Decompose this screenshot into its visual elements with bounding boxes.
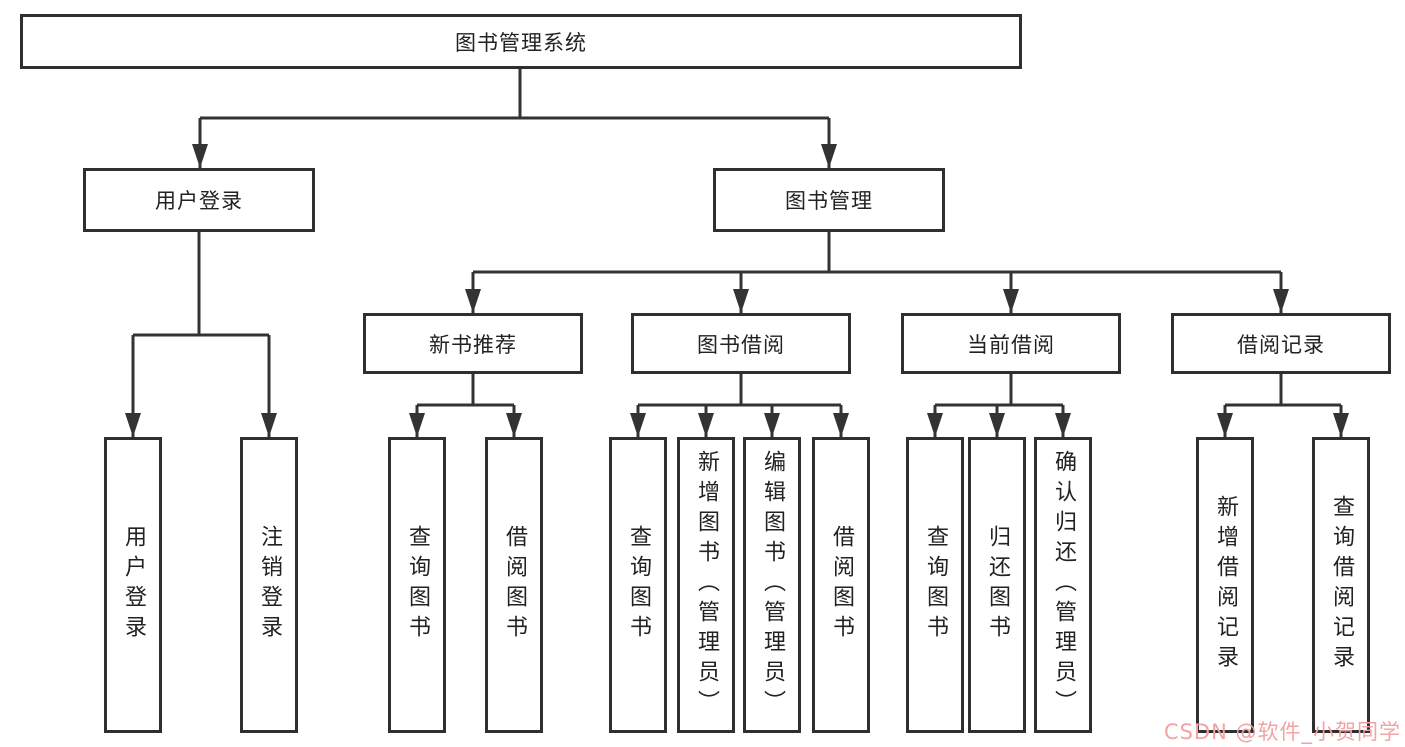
leaf-bb-edit-book-label: 编辑图书（管理员） <box>760 450 785 720</box>
leaf-cb-return-book-label: 归还图书 <box>985 525 1010 645</box>
arrow-icon <box>1273 289 1289 313</box>
arrow-icon <box>833 413 849 437</box>
arrow-icon <box>698 413 714 437</box>
arrow-icon <box>1217 413 1233 437</box>
connector-borrow-records <box>1223 374 1343 437</box>
arrow-icon <box>261 413 277 437</box>
leaf-logout: 注销登录 <box>240 437 298 733</box>
connector-root <box>198 69 831 168</box>
leaf-bb-borrow-book: 借阅图书 <box>812 437 870 733</box>
node-book-mgmt: 图书管理 <box>713 168 945 232</box>
leaf-user-login-label: 用户登录 <box>121 525 146 645</box>
leaf-bb-add-book: 新增图书（管理员） <box>677 437 735 733</box>
leaf-rec-borrow-book: 借阅图书 <box>485 437 543 733</box>
arrow-icon <box>764 413 780 437</box>
leaf-bb-edit-book: 编辑图书（管理员） <box>743 437 801 733</box>
leaf-rec-borrow-book-label: 借阅图书 <box>502 525 527 645</box>
leaf-cb-return-book: 归还图书 <box>968 437 1026 733</box>
node-borrow-records: 借阅记录 <box>1171 313 1391 374</box>
node-book-borrow: 图书借阅 <box>631 313 851 374</box>
arrow-icon <box>125 413 141 437</box>
arrow-icon <box>927 413 943 437</box>
arrow-icon <box>465 289 481 313</box>
leaf-user-login: 用户登录 <box>104 437 162 733</box>
arrow-icon <box>1333 413 1349 437</box>
node-new-book-rec-label: 新书推荐 <box>429 332 517 357</box>
node-current-borrow-label: 当前借阅 <box>967 332 1055 357</box>
node-book-borrow-label: 图书借阅 <box>697 332 785 357</box>
arrow-icon <box>409 413 425 437</box>
arrow-icon <box>1003 289 1019 313</box>
leaf-cb-query-book-label: 查询图书 <box>923 525 948 645</box>
leaf-cb-confirm-return-label: 确认归还（管理员） <box>1051 450 1076 720</box>
leaf-logout-label: 注销登录 <box>257 525 282 645</box>
leaf-cb-query-book: 查询图书 <box>906 437 964 733</box>
node-current-borrow: 当前借阅 <box>901 313 1121 374</box>
leaf-br-add-record-label: 新增借阅记录 <box>1213 495 1238 675</box>
arrow-icon <box>821 144 837 168</box>
connector-book-borrow <box>636 374 843 437</box>
leaf-br-query-record-label: 查询借阅记录 <box>1329 495 1354 675</box>
leaf-bb-add-book-label: 新增图书（管理员） <box>694 450 719 720</box>
node-new-book-rec: 新书推荐 <box>363 313 583 374</box>
connector-book-mgmt <box>471 232 1283 313</box>
leaf-br-add-record: 新增借阅记录 <box>1196 437 1254 733</box>
csdn-watermark: CSDN @软件_小贺同学 <box>1163 720 1401 744</box>
arrow-icon <box>733 289 749 313</box>
leaf-bb-borrow-book-label: 借阅图书 <box>829 525 854 645</box>
connector-user-login <box>131 232 271 437</box>
arrow-icon <box>989 413 1005 437</box>
arrowheads <box>125 144 1349 437</box>
arrow-icon <box>1055 413 1071 437</box>
node-book-mgmt-label: 图书管理 <box>785 189 873 213</box>
node-root: 图书管理系统 <box>20 14 1022 69</box>
leaf-cb-confirm-return: 确认归还（管理员） <box>1034 437 1092 733</box>
node-borrow-records-label: 借阅记录 <box>1237 332 1325 357</box>
arrow-icon <box>506 413 522 437</box>
leaf-rec-query-book: 查询图书 <box>388 437 446 733</box>
node-user-login: 用户登录 <box>83 168 315 232</box>
leaf-bb-query-book-label: 查询图书 <box>626 525 651 645</box>
node-root-label: 图书管理系统 <box>455 30 587 55</box>
leaf-br-query-record: 查询借阅记录 <box>1312 437 1370 733</box>
arrow-icon <box>630 413 646 437</box>
node-user-login-label: 用户登录 <box>155 189 243 213</box>
leaf-bb-query-book: 查询图书 <box>609 437 667 733</box>
connector-new-book-rec <box>415 374 516 437</box>
arrow-icon <box>192 144 208 168</box>
leaf-rec-query-book-label: 查询图书 <box>405 525 430 645</box>
